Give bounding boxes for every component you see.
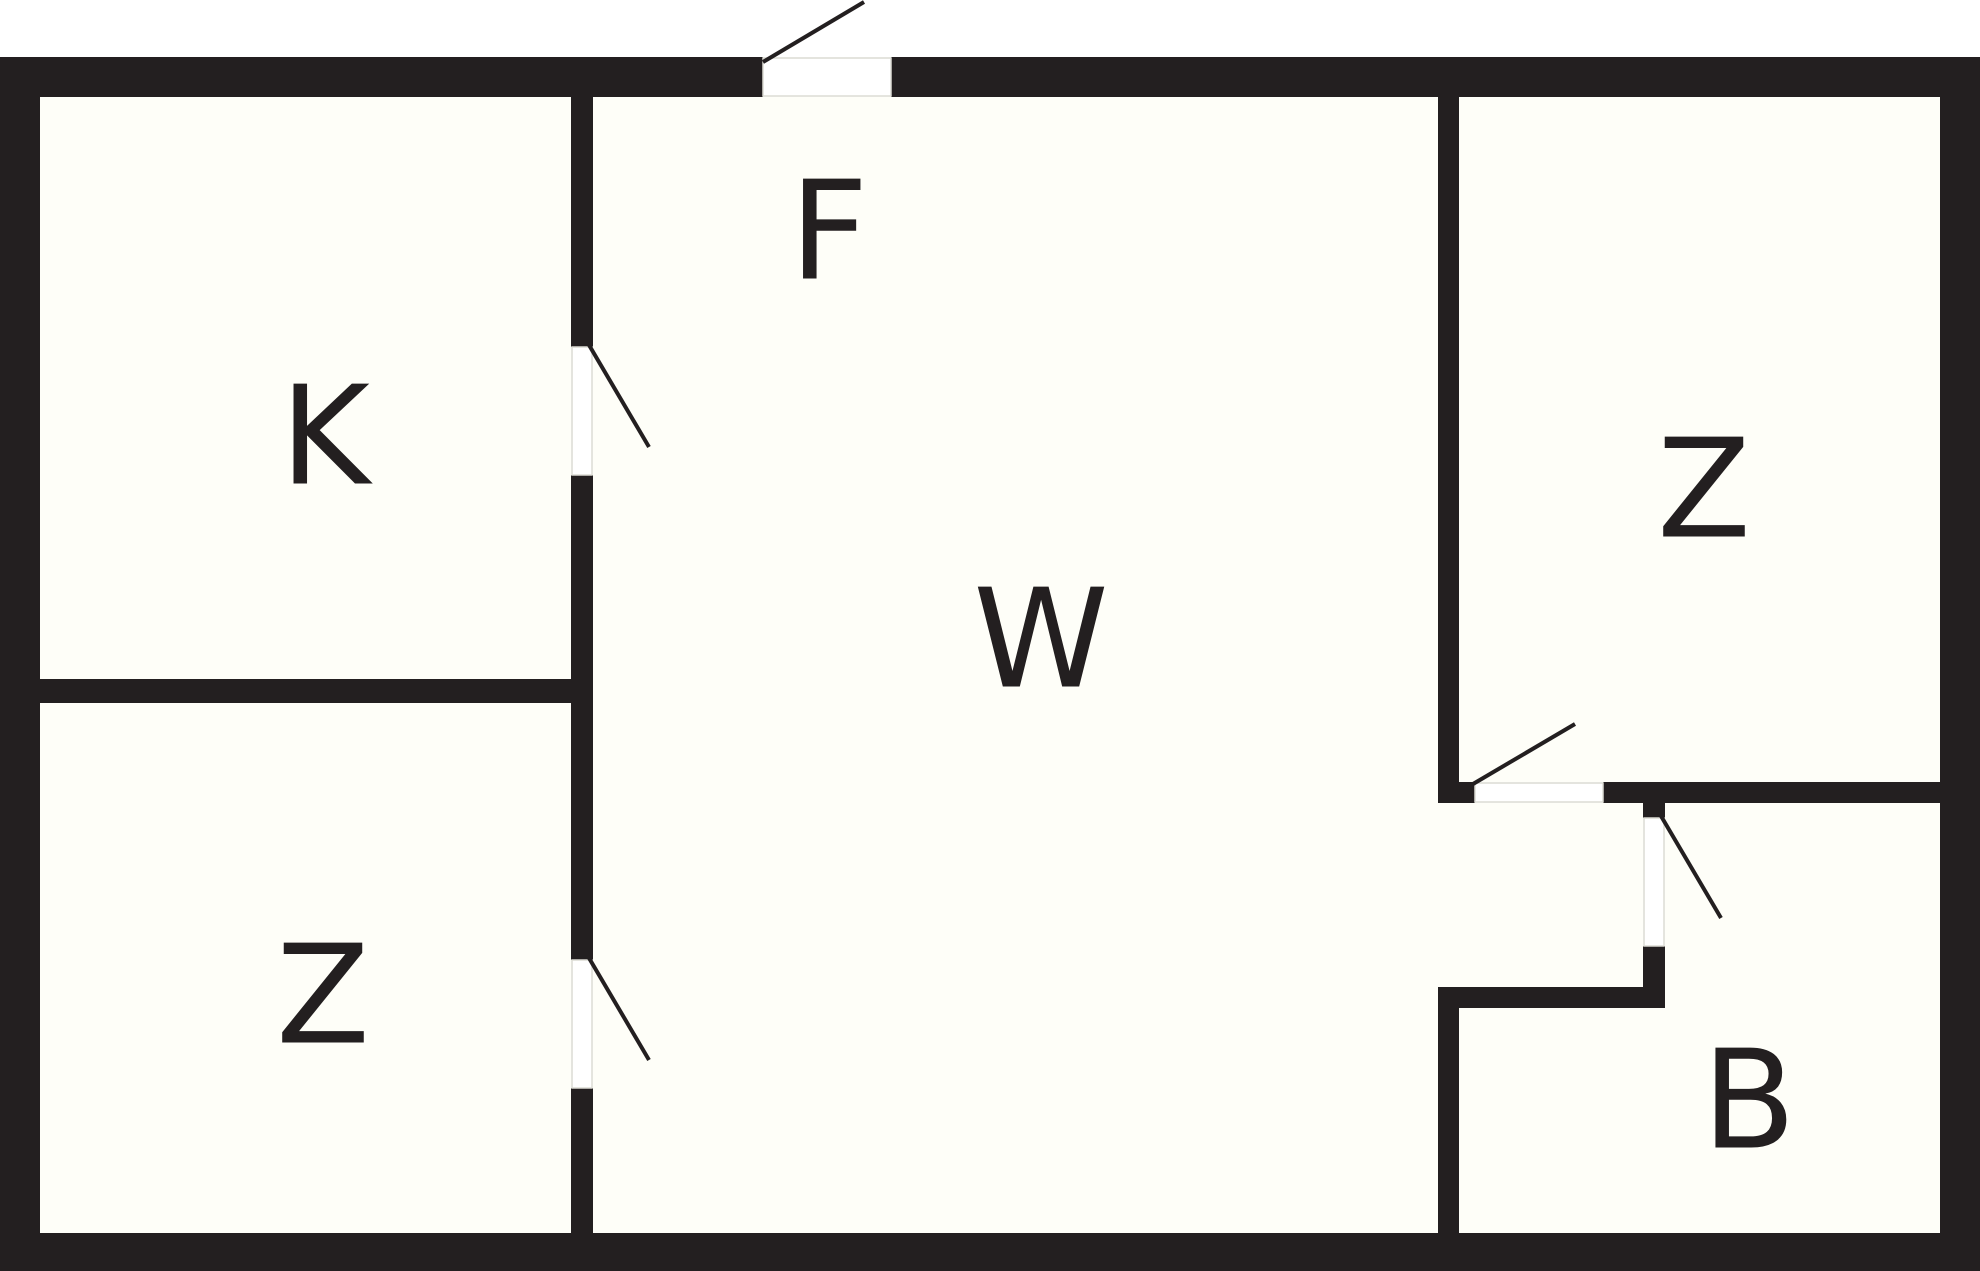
walls [0,57,1980,1271]
outer-wall-top-right [891,57,1980,97]
bedroom-left-label: Z [276,917,370,1076]
wall-bathroom-horizontal [1438,987,1665,1008]
living-hall-floor [593,97,1643,1233]
entry-door-leaf [761,0,866,64]
bathroom-door-leaf [1659,814,1723,920]
door-leaves [587,0,1723,1062]
living-label: W [973,561,1108,720]
room-labels: K Z F W Z B [276,153,1796,1181]
outer-wall-top-left [0,57,763,97]
wall-vertical-left-2 [571,475,593,960]
bathroom-label: B [1702,1022,1796,1181]
outer-wall-left [0,57,40,1271]
wall-bedroom-bathroom [1603,782,1940,803]
kitchen-floor [40,97,571,679]
floors [40,97,1940,1233]
bathroom-door-opening [1643,817,1665,947]
bedroom-right-floor [1459,97,1940,782]
bedroom-right-door-opening [1474,782,1604,803]
wall-kitchen-bedroom [40,679,593,703]
kitchen-door-leaf [587,343,651,449]
wall-vertical-right-lower [1438,987,1459,1233]
entry-door-opening [762,57,892,97]
kitchen-door-opening [571,346,593,476]
outer-wall-bottom [0,1233,1980,1271]
door-openings [571,57,1665,1089]
wall-vertical-right-upper [1438,97,1459,803]
wall-bathroom-stub [1643,803,1665,818]
hall-label: F [790,153,869,312]
bedroom-left-door-leaf [587,956,651,1062]
bedroom-right-door-leaf [1471,722,1577,786]
bedroom-left-door-opening [571,959,593,1089]
bathroom-floor [1459,803,1940,1233]
kitchen-label: K [280,358,373,517]
wall-corridor-stub [1438,782,1475,803]
wall-vertical-left-3 [571,1088,593,1233]
outer-wall-right [1940,57,1980,1271]
bedroom-right-label: Z [1657,411,1751,570]
bedroom-left-floor [40,703,571,1233]
wall-vertical-left-1 [571,97,593,347]
